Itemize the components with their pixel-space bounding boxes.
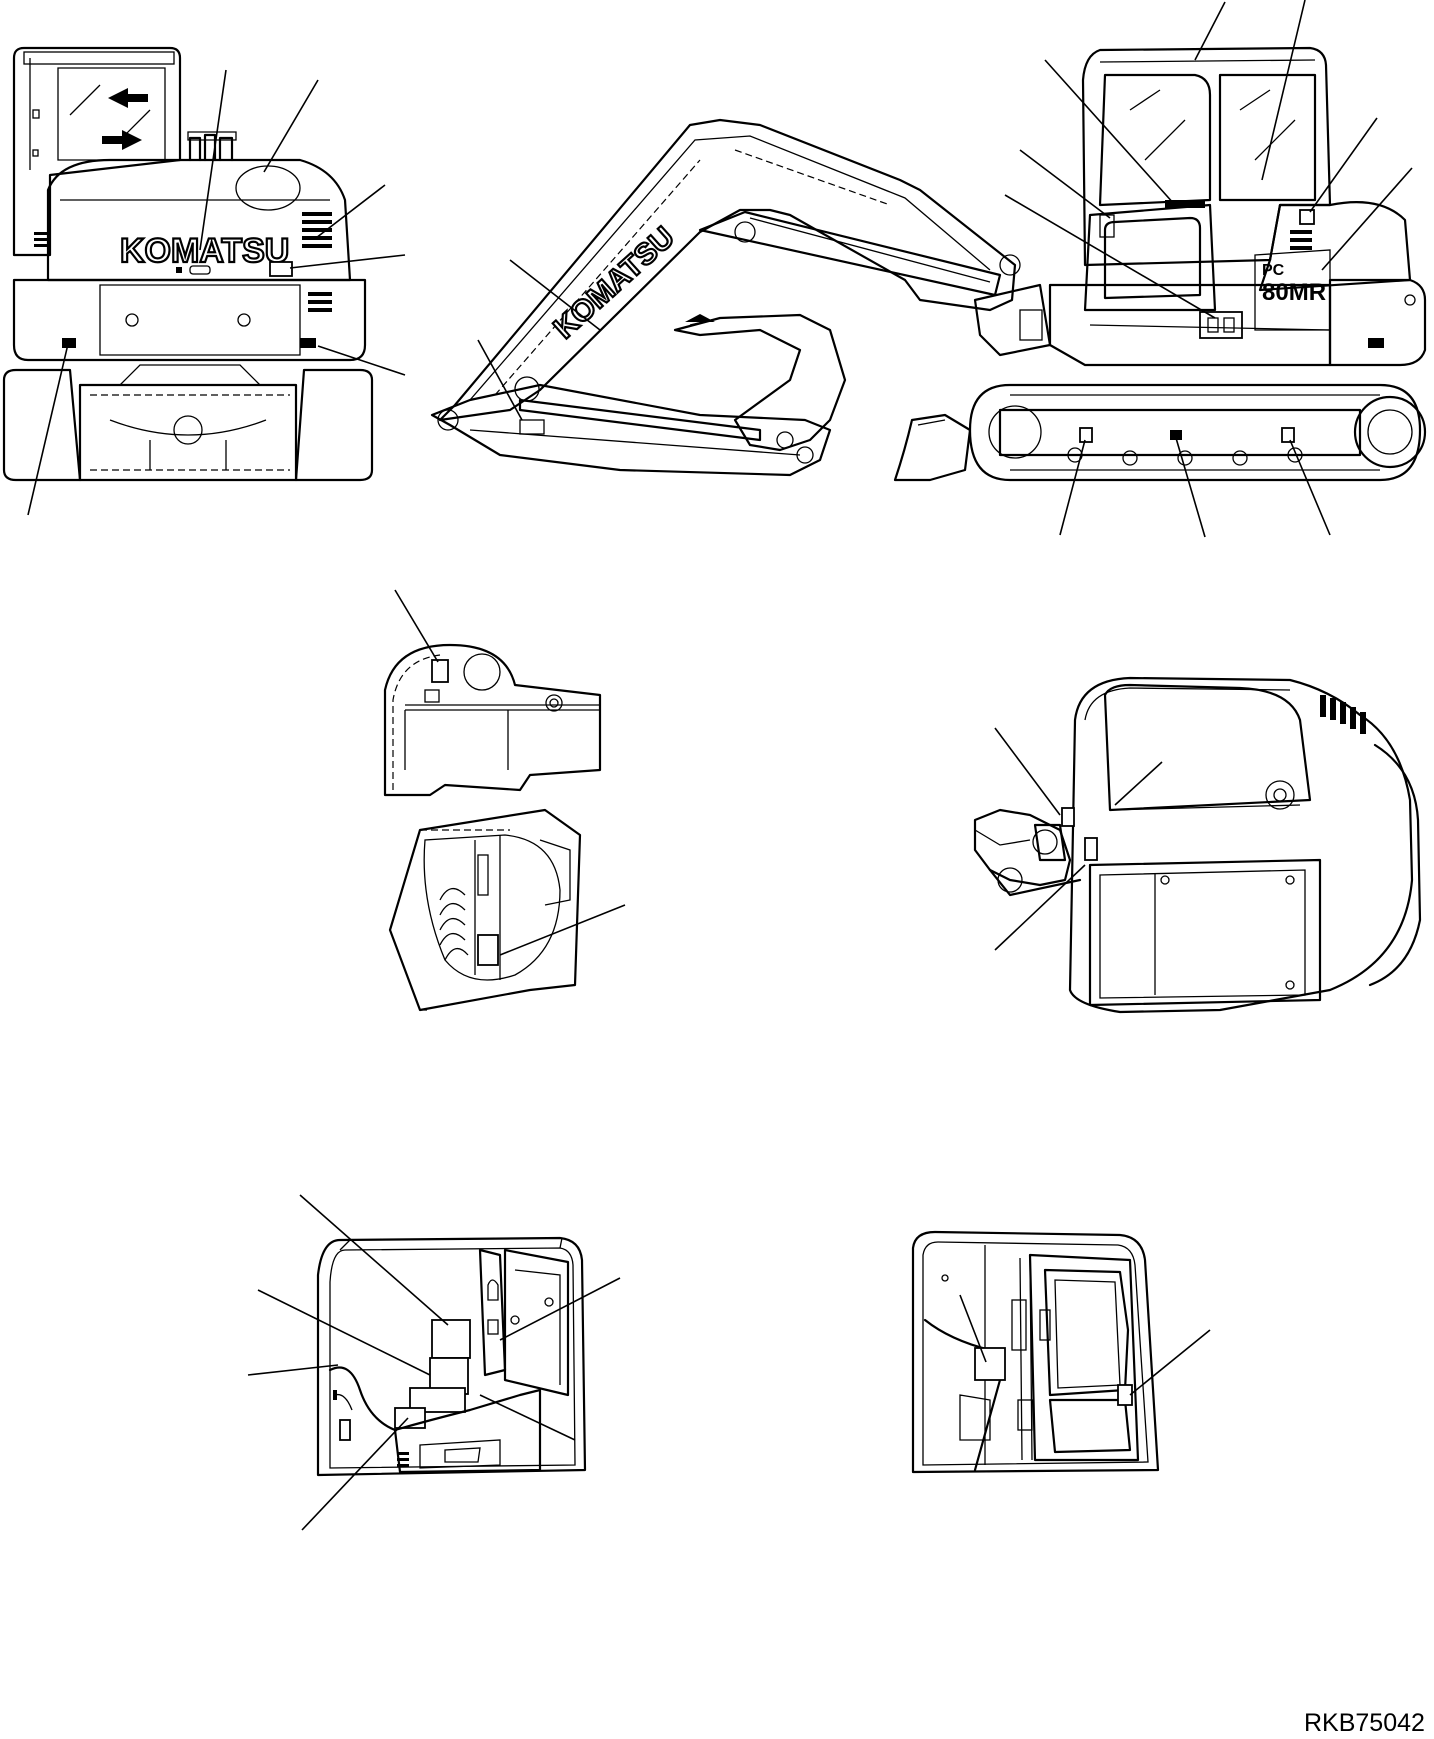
model-badge-bottom: 80MR: [1262, 279, 1326, 306]
cab-interior-right: [911, 1230, 1211, 1474]
model-badge-top: PC: [1262, 262, 1285, 279]
side-view: KOMATSU PC 80MR: [430, 0, 1427, 538]
engine-compartment-detail: [388, 808, 626, 1012]
cab-interior-left: [247, 1194, 621, 1531]
counterweight-detail: [383, 589, 602, 797]
rear-komatsu-logo: KOMATSU: [120, 232, 289, 270]
rear-view: KOMATSU: [2, 46, 406, 516]
boom-komatsu-logo: KOMATSU: [548, 221, 681, 346]
top-view: [973, 676, 1422, 1014]
drawing-code: RKB75042: [1304, 1709, 1425, 1737]
